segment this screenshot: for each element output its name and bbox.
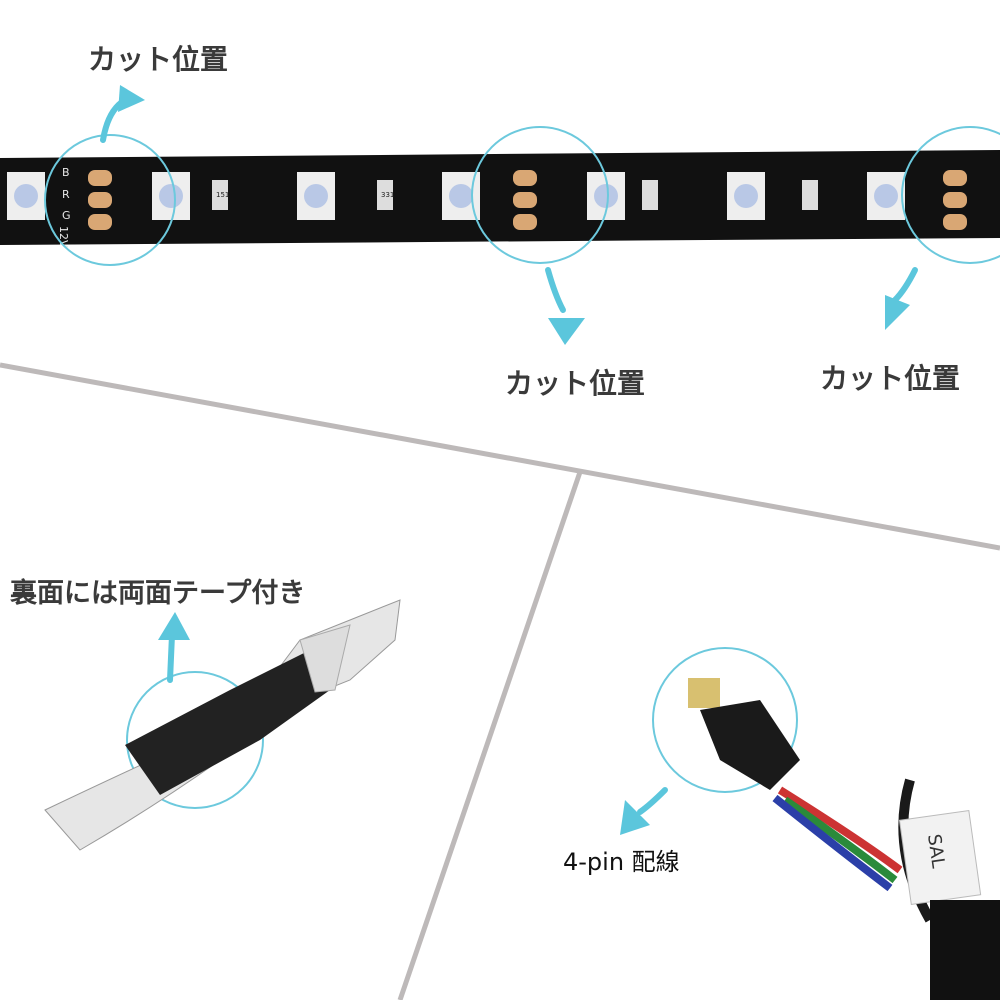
arrow-icon — [548, 318, 585, 345]
arrow-icon — [620, 800, 650, 835]
arrow-icon — [158, 612, 190, 640]
cut-position-label: カット位置 — [820, 362, 961, 395]
pad-label-r: R — [62, 188, 70, 201]
led-lens — [159, 184, 183, 208]
cut-pad — [943, 214, 967, 230]
resistor — [212, 180, 228, 210]
highlight-circle — [471, 126, 609, 264]
highlight-circle — [44, 134, 176, 266]
highlight-circle — [901, 126, 1000, 264]
led-lens — [449, 184, 473, 208]
led-lens — [594, 184, 618, 208]
highlight-circle — [652, 647, 798, 793]
four-pin-connector: SAL — [688, 678, 1000, 1000]
arrow-icon — [885, 295, 910, 330]
adhesive-tape-strip — [44, 599, 401, 851]
arrow-icon — [637, 787, 668, 815]
led-strip: B R G 12V 151 331 — [0, 150, 1000, 248]
resistor-label-331: 331 — [381, 191, 394, 199]
divider-line — [397, 471, 583, 1000]
cut-pad — [943, 192, 967, 208]
resistor — [377, 180, 393, 210]
arrow-icon — [167, 632, 175, 683]
led-lens — [14, 184, 38, 208]
cut-pad — [88, 192, 112, 208]
resistor — [642, 180, 658, 210]
led-lens — [874, 184, 898, 208]
led-lens — [304, 184, 328, 208]
cut-position-label: カット位置 — [505, 367, 646, 400]
pad-label-b: B — [62, 166, 70, 179]
cut-pad — [513, 170, 537, 186]
cut-pad — [513, 192, 537, 208]
adhesive-tape-label: 裏面には両面テープ付き — [10, 578, 306, 609]
cut-pad — [88, 214, 112, 230]
arrow-icon — [892, 267, 918, 303]
pad-label-g: G — [62, 209, 71, 222]
cut-pad — [943, 170, 967, 186]
resistor-label-151: 151 — [216, 191, 229, 199]
connector-tag-text: SAL — [923, 833, 949, 870]
highlight-circle — [126, 671, 264, 809]
four-pin-wiring-label: 4-pin 配線 — [563, 848, 680, 876]
arrow-icon — [545, 267, 566, 313]
arrow-icon — [118, 85, 145, 112]
cut-position-label: カット位置 — [88, 43, 229, 76]
resistor — [802, 180, 818, 210]
cut-pad — [513, 214, 537, 230]
divider-line — [0, 362, 1000, 551]
cut-pad — [88, 170, 112, 186]
led-lens — [734, 184, 758, 208]
